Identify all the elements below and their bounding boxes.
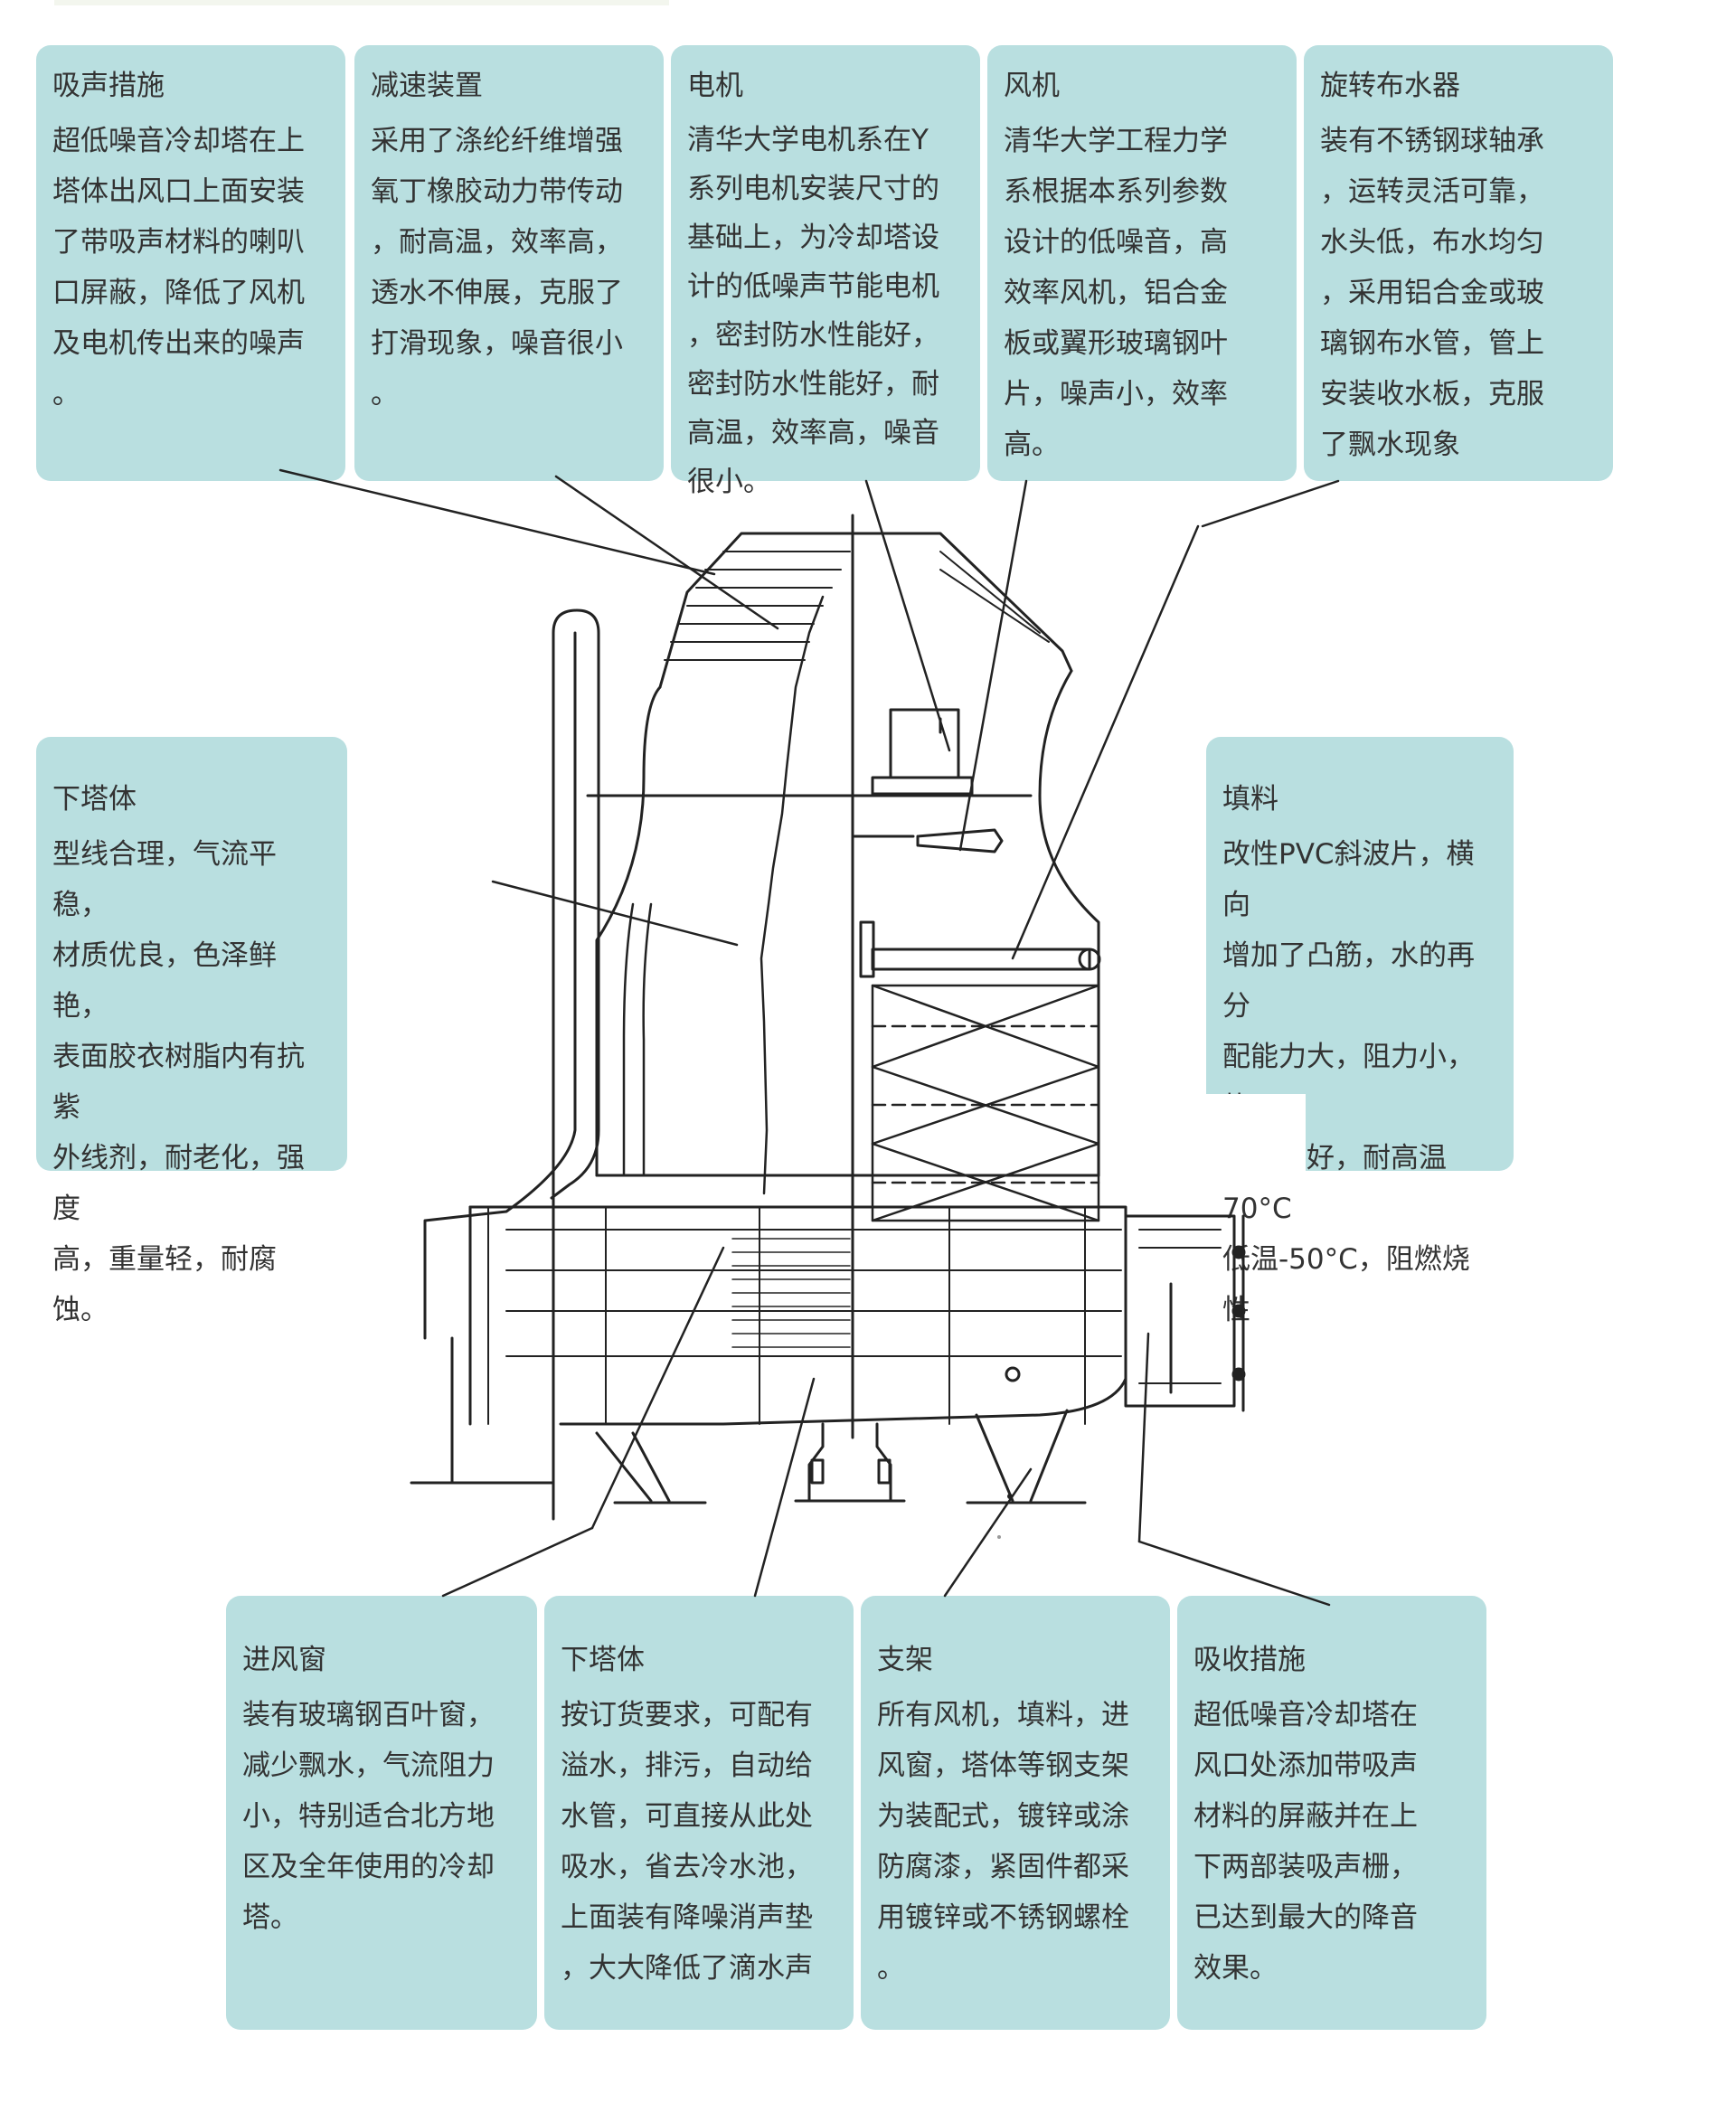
card-body: 超低噪音冷却塔在 风口处添加带吸声 材料的屏蔽并在上 下两部装吸声栅， 已达到最… — [1194, 1699, 1418, 1985]
card-title: 旋转布水器 — [1320, 70, 1460, 102]
card-body: 清华大学工程力学 系根据本系列参数 设计的低噪音，高 效率风机，铝合金 板或翼形… — [1004, 125, 1228, 461]
card-body: 改性PVC斜波片，横向 增加了凸筋，水的再分 配能力大，阻力小，热 力性能好，耐… — [1222, 838, 1475, 1326]
fill-card-cutout — [1206, 1094, 1306, 1175]
card-body: 装有不锈钢球轴承 ，运转灵活可靠， 水头低，布水均匀 ，采用铝合金或玻 璃钢布水… — [1320, 125, 1544, 461]
card-sound-absorption-top: 吸声措施 超低噪音冷却塔在上 塔体出风口上面安装 了带吸声材料的喇叭 口屏蔽，降… — [36, 45, 345, 481]
card-body: 采用了涤纶纤维增强 氧丁橡胶动力带传动 ，耐高温，效率高， 透水不伸展，克服了 … — [371, 125, 623, 410]
card-body: 型线合理，气流平稳， 材质优良，色泽鲜艳， 表面胶衣树脂内有抗紫 外线剂，耐老化… — [52, 838, 305, 1326]
card-reducer: 减速装置 采用了涤纶纤维增强 氧丁橡胶动力带传动 ，耐高温，效率高， 透水不伸展… — [354, 45, 664, 481]
card-body: 清华大学电机系在Y 系列电机安装尺寸的 基础上，为冷却塔设 计的低噪声节能电机 … — [687, 124, 939, 498]
fan — [853, 828, 1004, 854]
card-support-frame: 支架 所有风机，填料，进 风窗，塔体等钢支架 为装配式，镀锌或涂 防腐漆，紧固件… — [861, 1596, 1170, 2030]
card-absorption-measures: 吸收措施 超低噪音冷却塔在 风口处添加带吸声 材料的屏蔽并在上 下两部装吸声栅，… — [1177, 1596, 1486, 2030]
card-title: 吸声措施 — [52, 70, 165, 102]
sprinkler — [859, 920, 1101, 978]
card-air-inlet-window: 进风窗 装有玻璃钢百叶窗， 减少飘水，气流阻力 小，特别适合北方地 区及全年使用… — [226, 1596, 537, 2030]
card-title: 下塔体 — [52, 783, 137, 816]
fill-media — [871, 984, 1100, 1222]
motor — [871, 708, 974, 796]
card-title: 吸收措施 — [1194, 1644, 1306, 1676]
card-fan: 风机 清华大学工程力学 系根据本系列参数 设计的低噪音，高 效率风机，铝合金 板… — [987, 45, 1297, 481]
card-body: 超低噪音冷却塔在上 塔体出风口上面安装 了带吸声材料的喇叭 口屏蔽，降低了风机 … — [52, 125, 305, 410]
drain-pipes — [794, 1422, 906, 1503]
card-lower-tower-body-left: 下塔体 型线合理，气流平稳， 材质优良，色泽鲜艳， 表面胶衣树脂内有抗紫 外线剂… — [36, 737, 347, 1326]
card-lower-tower-body-bottom: 下塔体 按订货要求，可配有 溢水，排污，自动给 水管，可直接从此处 吸水，省去冷… — [544, 1596, 854, 2030]
lower-basin — [468, 1174, 1127, 1426]
card-title: 风机 — [1004, 70, 1060, 102]
leader-lines — [278, 468, 1340, 1607]
card-title: 进风窗 — [242, 1644, 326, 1676]
top-decor-bar — [54, 0, 669, 5]
card-title: 填料 — [1222, 783, 1278, 816]
card-title: 下塔体 — [561, 1644, 645, 1676]
sound-hood — [586, 532, 1100, 1177]
support-legs — [595, 1409, 1087, 1504]
right-inlet-absorber — [1124, 1214, 1246, 1412]
card-title: 减速装置 — [371, 70, 483, 102]
louvers — [731, 1238, 851, 1348]
card-title: 支架 — [877, 1644, 933, 1676]
card-body: 所有风机，填料，进 风窗，塔体等钢支架 为装配式，镀锌或涂 防腐漆，紧固件都采 … — [877, 1699, 1129, 1985]
card-title: 电机 — [687, 70, 743, 102]
card-body: 按订货要求，可配有 溢水，排污，自动给 水管，可直接从此处 吸水，省去冷水池， … — [561, 1699, 813, 1985]
riser-pipe — [410, 608, 600, 1521]
card-rotary-sprinkler: 旋转布水器 装有不锈钢球轴承 ，运转灵活可靠， 水头低，布水均匀 ，采用铝合金或… — [1304, 45, 1613, 481]
card-motor: 电机 清华大学电机系在Y 系列电机安装尺寸的 基础上，为冷却塔设 计的低噪声节能… — [671, 45, 980, 498]
card-body: 装有玻璃钢百叶窗， 减少飘水，气流阻力 小，特别适合北方地 区及全年使用的冷却 … — [242, 1699, 495, 1934]
inner-walls — [622, 595, 825, 1195]
